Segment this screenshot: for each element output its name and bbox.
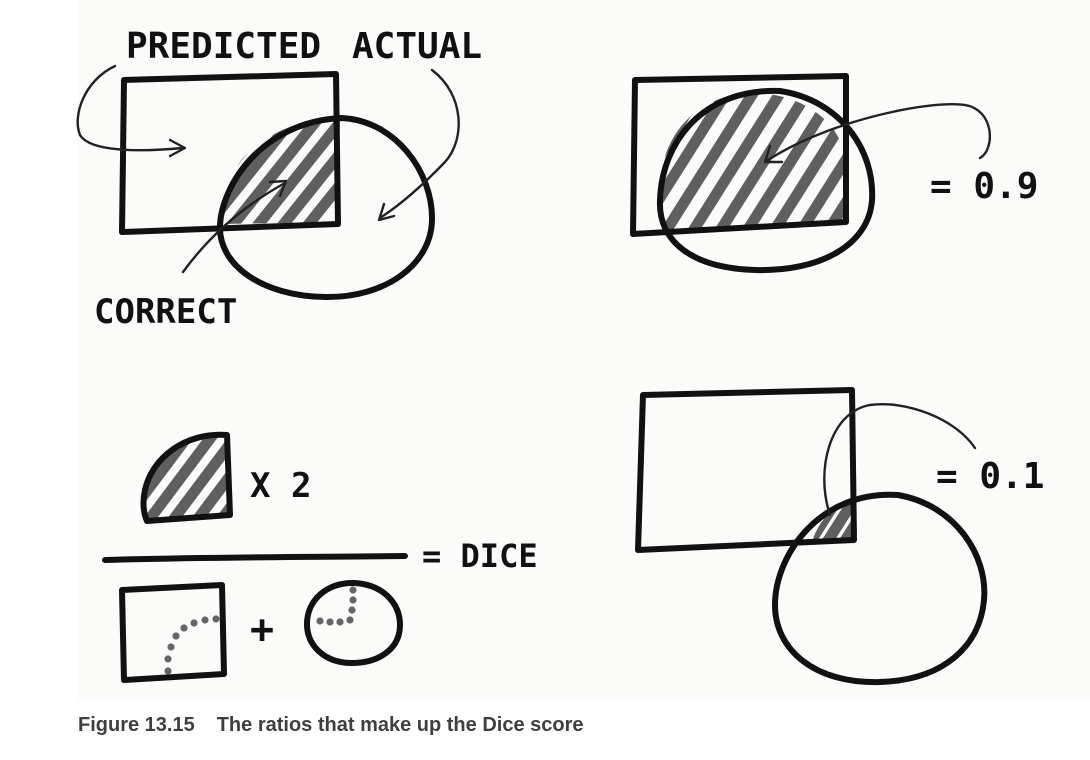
correct-label: CORRECT [94,292,237,332]
figure-caption: Figure 13.15 The ratios that make up the … [78,714,584,737]
times-two-label: X 2 [250,466,311,506]
high-score-value: = 0.9 [930,166,1038,207]
high-actual-circle [656,87,876,274]
plus-sign: + [250,607,274,653]
high-overlap-hatch [660,92,846,231]
denominator-circle-dots [316,586,357,626]
low-score-value: = 0.1 [936,456,1044,497]
low-actual-circle [772,491,988,686]
low-overlap-diagram: = 0.1 [635,387,1044,686]
fraction-bar [102,553,408,563]
high-predicted-rectangle [630,73,849,237]
predicted-arrow [76,64,184,152]
dice-formula: X 2 = DICE + [102,431,538,683]
high-score-arrow [766,103,992,162]
correct-region-hatch [221,117,340,224]
numerator-intersection-shape [140,431,233,524]
low-predicted-rectangle [635,387,857,553]
actual-label: ACTUAL [352,26,482,67]
actual-arrow [378,68,460,220]
correct-arrow [181,181,287,274]
equals-dice-label: = DICE [422,537,538,575]
predicted-label: PREDICTED [126,26,321,67]
denominator-circle [304,579,403,666]
sketch-panel [78,0,1090,700]
high-overlap-diagram: = 0.9 [630,73,1038,274]
overlap-diagram-labeled: PREDICTED ACTUAL CORRECT [76,26,482,332]
denominator-rectangle [119,582,227,683]
figure-number: Figure 13.15 [78,714,195,736]
low-score-arrow [823,403,977,517]
actual-circle [216,115,436,301]
denominator-rectangle-dots [164,615,220,675]
predicted-rectangle [119,71,341,235]
caption-text: The ratios that make up the Dice score [216,714,584,736]
